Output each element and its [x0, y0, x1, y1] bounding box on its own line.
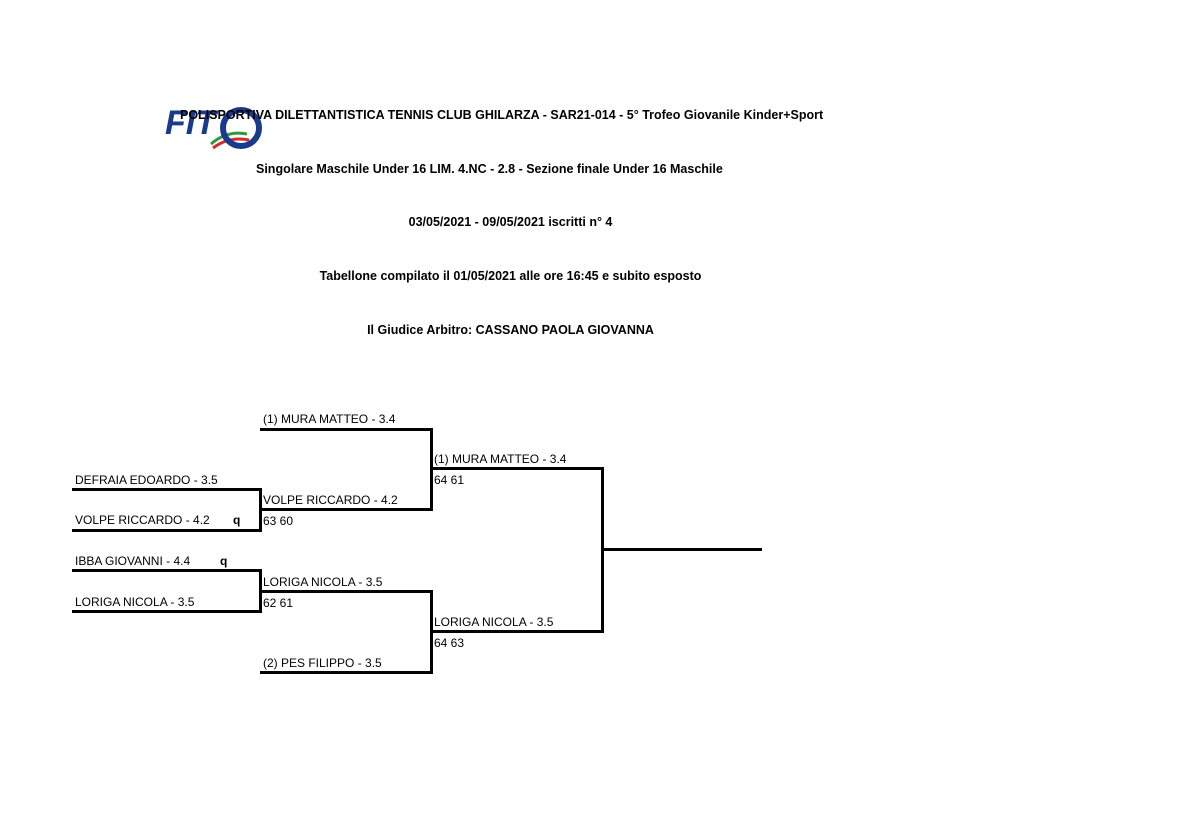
bracket-line: [72, 610, 262, 613]
bracket-line: [431, 467, 604, 470]
referee: Il Giudice Arbitro: CASSANO PAOLA GIOVAN…: [367, 323, 654, 337]
r1-player-3: IBBA GIOVANNI - 4.4: [75, 554, 191, 568]
r1-player-3-tag: q: [220, 554, 228, 568]
r2-player-1: (1) MURA MATTEO - 3.4: [263, 412, 396, 426]
sf-score-2: 64 63: [434, 636, 465, 650]
bracket-line: [260, 671, 433, 674]
r2-score-3: 62 61: [263, 596, 294, 610]
r1-player-1: DEFRAIA EDOARDO - 3.5: [75, 473, 218, 487]
sf-score-1: 64 61: [434, 473, 465, 487]
tournament-title-box: POLISPORTIVA DILETTANTISTICA TENNIS CLUB…: [180, 106, 823, 126]
event-title-box: Singolare Maschile Under 16 LIM. 4.NC - …: [256, 160, 763, 180]
bracket-line: [260, 590, 433, 593]
sf-player-2: LORIGA NICOLA - 3.5: [434, 615, 554, 629]
fit-logo: FIT: [165, 104, 262, 150]
r2-player-4: (2) PES FILIPPO - 3.5: [263, 656, 382, 670]
logo-text: FIT: [165, 104, 219, 142]
bracket-line: [72, 529, 262, 532]
r2-player-3: LORIGA NICOLA - 3.5: [263, 575, 383, 589]
r1-player-2: VOLPE RICCARDO - 4.2: [75, 513, 210, 527]
final-line: [602, 548, 762, 551]
sf-player-1: (1) MURA MATTEO - 3.4: [434, 452, 567, 466]
event-title: Singolare Maschile Under 16 LIM. 4.NC - …: [256, 162, 723, 176]
r2-score-2: 63 60: [263, 514, 294, 528]
dates-entries: 03/05/2021 - 09/05/2021 iscritti n° 4: [408, 215, 613, 229]
bracket-line: [72, 569, 262, 572]
r1-player-2-tag: q: [233, 513, 241, 527]
bracket-line: [260, 428, 433, 431]
bracket-line: [260, 508, 433, 511]
r1-player-4: LORIGA NICOLA - 3.5: [75, 595, 195, 609]
r2-player-2: VOLPE RICCARDO - 4.2: [263, 493, 398, 507]
bracket-line: [431, 630, 604, 633]
tournament-title: POLISPORTIVA DILETTANTISTICA TENNIS CLUB…: [180, 108, 824, 122]
draw-compiled-note: Tabellone compilato il 01/05/2021 alle o…: [319, 269, 702, 283]
bracket-line: [72, 488, 262, 491]
